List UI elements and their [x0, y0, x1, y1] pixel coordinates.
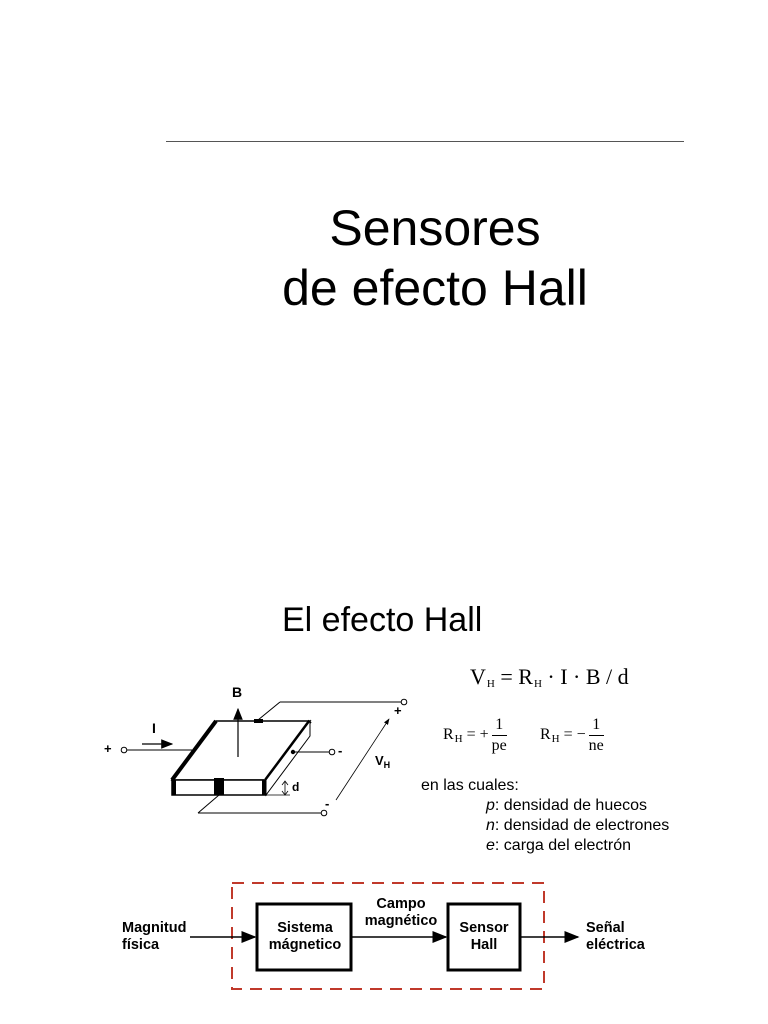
block-hall-sensor: Sensor Hall	[448, 920, 520, 954]
formula-main-rhs: · I · B / d	[541, 664, 629, 689]
label-plus-input: +	[104, 741, 112, 756]
block2-line1: Sensor	[459, 920, 509, 936]
link-line1: Campo	[376, 896, 426, 912]
fraction-denominator: ne	[588, 737, 604, 754]
where-text: : densidad de electrones	[494, 817, 670, 834]
formula-holes-sub: H	[454, 733, 463, 746]
header-rule	[166, 141, 684, 142]
where-item-p: p: densidad de huecos	[486, 796, 647, 816]
block-input-line2: física	[122, 937, 160, 953]
label-vh: VH	[375, 753, 390, 770]
where-symbol: n	[486, 817, 495, 834]
where-symbol: e	[486, 837, 495, 854]
block-output-line1: Señal	[586, 920, 625, 936]
fraction-numerator: 1	[491, 715, 507, 736]
block1-line1: Sistema	[277, 920, 333, 936]
where-text: : densidad de huecos	[494, 797, 648, 814]
formula-electrons-eq: = −	[559, 726, 586, 744]
formula-electrons-lhs: R	[540, 726, 551, 744]
block-output-line2: eléctrica	[586, 937, 645, 953]
link-line2: magnético	[364, 913, 438, 929]
formula-main-lhs: V	[470, 664, 486, 689]
where-intro: en las cuales:	[421, 777, 519, 794]
formula-hall-voltage: VH = RH · I · B / d	[470, 664, 629, 690]
block-input-line1: Magnitud	[122, 920, 187, 936]
formula-main-lhs-sub: H	[486, 678, 495, 690]
block-magnetic-system: Sistema mágnetico	[258, 920, 352, 954]
block1-line2: mágnetico	[268, 937, 342, 953]
page-title-line2: de efecto Hall	[282, 260, 588, 316]
label-plus-vh: +	[394, 703, 402, 718]
label-current: I	[152, 720, 156, 736]
page-title-line1: Sensores	[329, 200, 541, 256]
label-thickness-d: d	[292, 780, 300, 794]
formula-main-eq: = R	[494, 664, 533, 689]
label-b-field: B	[232, 684, 243, 700]
label-minus-vh: -	[325, 796, 330, 811]
block2-line2: Hall	[470, 937, 498, 953]
block-output-label: Señal eléctrica	[586, 920, 645, 954]
section-title: El efecto Hall	[282, 601, 483, 639]
block-diagram-graphics	[190, 882, 580, 990]
block-input-label: Magnitud física	[122, 920, 186, 954]
where-item-n: n: densidad de electrones	[486, 816, 669, 836]
fraction-numerator: 1	[588, 715, 604, 736]
where-item-e: e: carga del electrón	[486, 836, 631, 856]
label-minus-output: -	[338, 743, 343, 758]
block-link-label: Campo magnético	[358, 896, 444, 930]
formula-holes-eq: = +	[462, 726, 489, 744]
label-vh-main: V	[375, 753, 384, 768]
fraction-denominator: pe	[491, 737, 507, 754]
formula-main-r-sub: H	[533, 678, 542, 690]
formula-electrons-sub: H	[551, 733, 560, 746]
hall-plate-figure	[120, 698, 408, 817]
formula-holes-lhs: R	[443, 726, 454, 744]
where-symbol: p	[486, 797, 495, 814]
where-text: : carga del electrón	[494, 837, 631, 854]
label-vh-sub: H	[383, 760, 391, 770]
